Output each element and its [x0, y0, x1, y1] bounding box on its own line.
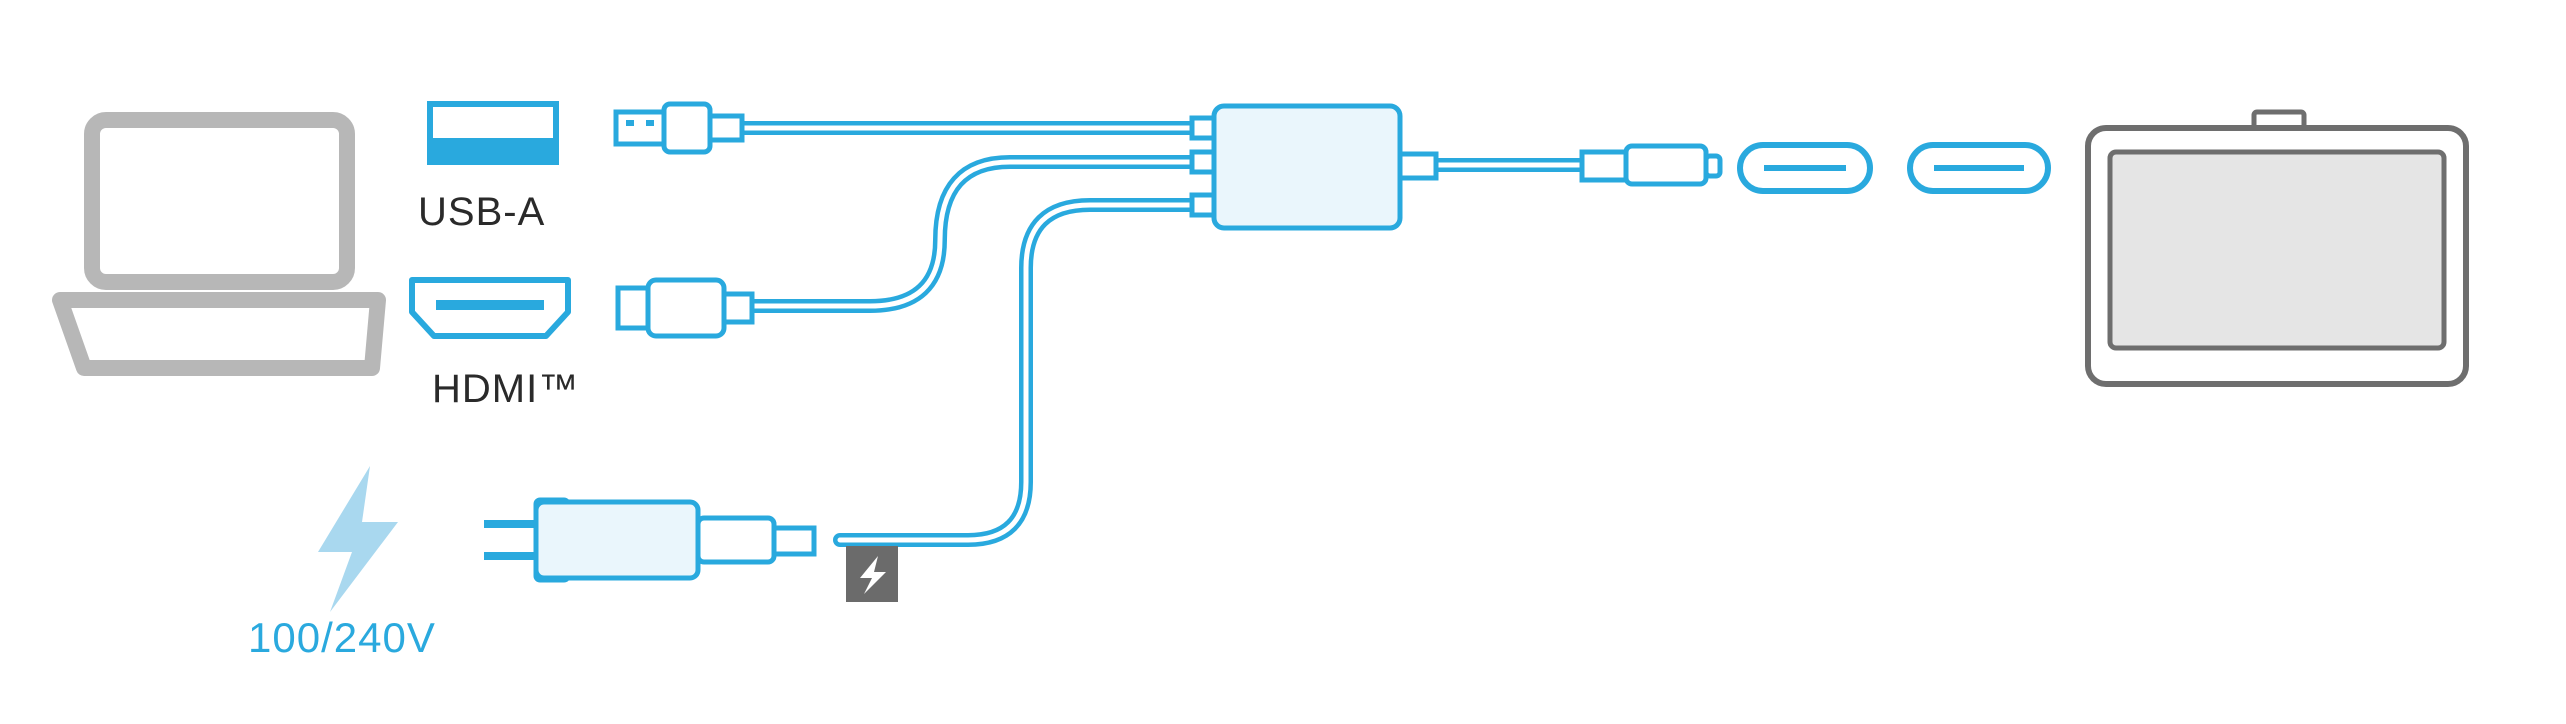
- usb-a-port-icon: [427, 101, 559, 165]
- pen-display-icon: [2085, 109, 2469, 387]
- laptop-icon: [52, 112, 386, 376]
- usb-c-port-icon-2: [1907, 142, 2051, 194]
- usb-a-label: USB-A: [418, 190, 545, 234]
- cables: [733, 121, 1597, 547]
- power-voltage-label: 100/240V: [248, 614, 436, 661]
- hdmi-port-icon: [409, 277, 571, 339]
- usb-a-plug-icon: [613, 101, 745, 155]
- usb-c-port-icon-1: [1737, 142, 1873, 194]
- hdmi-plug-icon: [615, 277, 755, 339]
- power-adapter-icon: [484, 497, 817, 583]
- power-cable: [833, 198, 1202, 547]
- hdmi-cable: [741, 155, 1202, 313]
- converter-hub: [1189, 103, 1439, 231]
- hdmi-label: HDMI™: [432, 367, 579, 411]
- usb-c-plug-icon: [1579, 143, 1723, 187]
- power-badge-icon: [846, 546, 898, 602]
- lightning-bolt-icon: [318, 466, 398, 612]
